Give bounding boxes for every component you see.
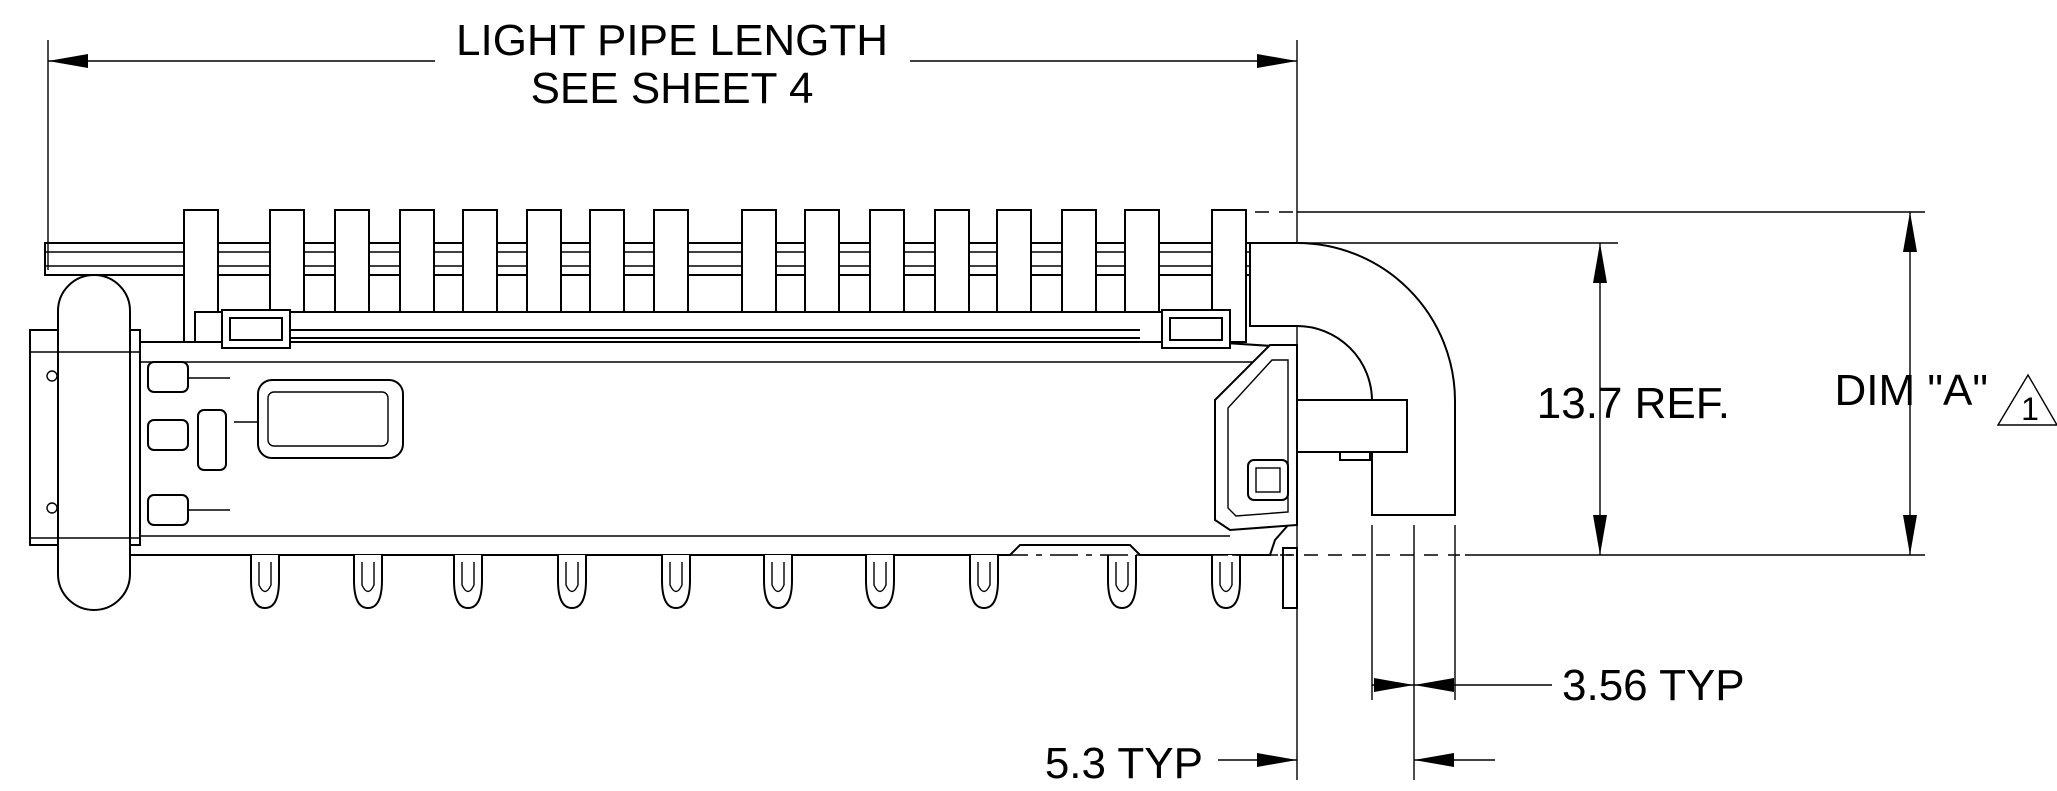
right-end-bracket	[1214, 344, 1298, 609]
mounting-tab	[661, 555, 691, 610]
mounting-tab	[557, 555, 587, 610]
left-end-cap	[29, 274, 230, 611]
length-dimension: LIGHT PIPE LENGTH SEE SHEET 4	[47, 16, 1298, 780]
light-pipe	[1249, 242, 1456, 516]
mounting-tab	[453, 555, 483, 610]
mounting-tab-slot	[1115, 562, 1129, 593]
mounting-tab-slot	[361, 562, 375, 593]
pipe-offset-dimension: 5.3 TYP	[1045, 739, 1495, 788]
height-ref-label: 13.7 REF.	[1537, 379, 1730, 428]
revision-triangle	[1996, 373, 2057, 426]
mounting-tab	[1211, 555, 1241, 610]
mounting-tabs	[250, 555, 1241, 610]
mounting-tab-slot	[873, 562, 887, 593]
revision-number: 1	[2021, 391, 2039, 427]
mounting-tab-slot	[669, 562, 683, 593]
mounting-tab	[250, 555, 280, 610]
mounting-tab-slot	[977, 562, 991, 593]
dim-a-label: DIM "A"	[1835, 366, 1988, 415]
height-ref-dimension: 13.7 REF.	[1232, 242, 1925, 556]
length-label-line1: LIGHT PIPE LENGTH	[456, 16, 888, 65]
housing-body	[130, 309, 1298, 556]
mounting-tab	[969, 555, 999, 610]
pipe-width-label: 3.56 TYP	[1562, 661, 1745, 710]
mounting-tab	[763, 555, 793, 610]
mounting-tab-slot	[771, 562, 785, 593]
mounting-tab-slot	[565, 562, 579, 593]
mounting-tab	[865, 555, 895, 610]
length-label-line2: SEE SHEET 4	[531, 64, 814, 113]
window-slot	[234, 379, 404, 459]
pipe-offset-label: 5.3 TYP	[1045, 739, 1203, 788]
pipe-width-dimension: 3.56 TYP	[1371, 525, 1745, 780]
mounting-tab	[353, 555, 383, 610]
mounting-tab-slot	[461, 562, 475, 593]
mounting-tab	[1107, 555, 1137, 610]
mounting-tab-slot	[1219, 562, 1233, 593]
dim-a-dimension: DIM "A" 1	[1255, 211, 2057, 555]
mounting-tab-slot	[258, 562, 272, 593]
